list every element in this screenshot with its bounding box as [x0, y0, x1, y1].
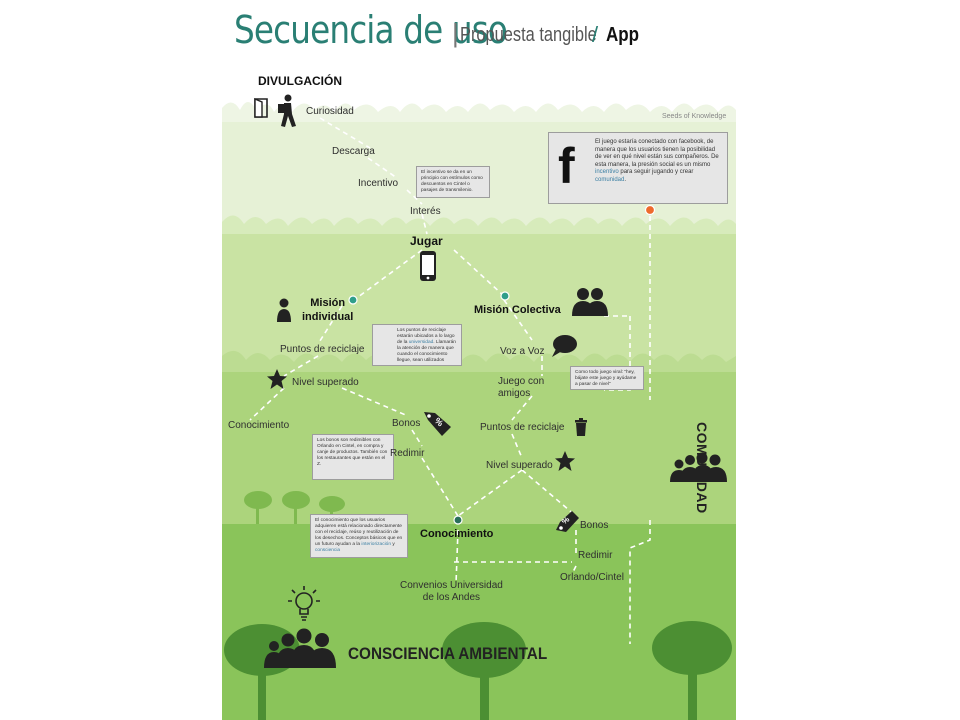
note-viral: Como todo juego viral: "hey, bájate este…	[570, 366, 644, 390]
step-convenios: Convenios Universidad de los Andes	[400, 580, 503, 603]
step-interes: Interés	[410, 206, 441, 217]
section-conocimiento: Conocimiento	[420, 528, 494, 540]
background-art	[222, 102, 736, 720]
step-descarga: Descarga	[332, 146, 375, 157]
step-conocimiento-1: Conocimiento	[228, 420, 290, 431]
reciclaje-note-text-b: . Llamarán la atención de manera que cua…	[397, 340, 456, 363]
facebook-note-text-a: El juego estaría conectado con facebook,…	[595, 139, 719, 168]
image-credit: Seeds of Knowledge	[662, 113, 727, 120]
smartphone-icon	[419, 250, 437, 282]
note-bonos: Los bonos son redimibles con Orlando en …	[312, 434, 394, 480]
step-redimir-1: Redimir	[390, 448, 425, 459]
crowd-icon	[264, 624, 338, 668]
conocimiento-note-mid: y	[391, 542, 395, 547]
title-separator: |	[452, 18, 459, 48]
note-incentivo: El incentivo se da en un principio con e…	[416, 166, 490, 198]
teal-dot-individual	[348, 295, 358, 305]
walking-person-icon	[276, 94, 298, 128]
star-icon-1	[266, 368, 288, 390]
teal-dot-colectiva	[500, 291, 510, 301]
note-conocimiento: El conocimiento que los usuarios adquier…	[310, 514, 408, 558]
band-divulgacion	[222, 0, 736, 122]
step-nivel-superado-2: Nivel superado	[486, 460, 553, 471]
facebook-note-comunidad: comunidad	[595, 176, 625, 183]
orange-dot	[644, 204, 656, 216]
step-curiosidad: Curiosidad	[306, 106, 354, 117]
flow-lines	[249, 117, 651, 644]
conocimiento-note-text-a: El conocimiento que los usuarios adquier…	[315, 518, 403, 547]
grass-row-2	[222, 215, 736, 234]
step-puntos-reciclaje-2: Puntos de reciclaje	[480, 422, 565, 433]
door-icon	[254, 98, 268, 118]
step-redimir-2: Redimir	[578, 550, 613, 561]
reciclaje-note-universidad: universidad	[408, 340, 434, 345]
grass-row-1	[222, 102, 736, 122]
teal-dot-conocimiento	[453, 515, 463, 525]
step-puntos-reciclaje-1: Puntos de reciclaje	[280, 344, 365, 355]
speech-bubble-icon	[550, 334, 578, 358]
lightbulb-icon	[286, 584, 322, 622]
discount-tag-icon-2	[554, 510, 580, 534]
conocimiento-note-interiorizacion: interiorización	[361, 542, 392, 547]
step-voz-a-voz: Voz a Voz	[500, 346, 545, 357]
group-icon	[572, 286, 608, 316]
section-consciencia-ambiental: CONSCIENCIA AMBIENTAL	[348, 644, 548, 663]
band-conocimiento	[222, 524, 736, 720]
community-icon	[670, 450, 728, 482]
discount-tag-icon-1	[422, 410, 452, 438]
page-title: Secuencia de uso	[234, 8, 508, 52]
facebook-icon: f	[558, 138, 575, 194]
note-reciclaje: Los puntos de reciclaje estarán ubicados…	[372, 324, 462, 366]
title-subtitle: Propuesta tangible	[460, 24, 597, 46]
reciclaje-note-text-a: Los puntos de reciclaje estarán ubicados…	[397, 328, 455, 345]
section-mision-individual: Misión individual	[302, 297, 354, 323]
section-divulgacion: DIVULGACIÓN	[258, 74, 342, 88]
note-facebook: El juego estaría conectado con facebook,…	[548, 132, 728, 204]
star-icon-2	[554, 450, 576, 472]
person-icon	[276, 298, 292, 322]
section-jugar: Jugar	[410, 234, 443, 248]
title-slash: /	[592, 22, 599, 47]
title-app: App	[606, 24, 640, 46]
step-bonos-1: Bonos	[392, 418, 421, 429]
section-mision-colectiva: Misión Colectiva	[474, 304, 561, 316]
step-incentivo: Incentivo	[358, 178, 399, 189]
facebook-note-text-b: para seguir jugando y crear	[618, 169, 694, 175]
facebook-note-incentivo: incentivo	[595, 169, 619, 175]
trash-icon-2	[574, 418, 588, 436]
step-nivel-superado-1: Nivel superado	[292, 377, 359, 388]
step-orlando-cintel: Orlando/Cintel	[560, 572, 624, 583]
facebook-note-text-c: .	[624, 176, 627, 183]
conocimiento-note-consciencia: consciencia	[315, 548, 341, 553]
step-juego-con-amigos: Juego con amigos	[498, 376, 545, 399]
infographic-poster: Secuencia de uso | Propuesta tangible / …	[222, 0, 736, 720]
step-bonos-2: Bonos	[580, 520, 609, 531]
